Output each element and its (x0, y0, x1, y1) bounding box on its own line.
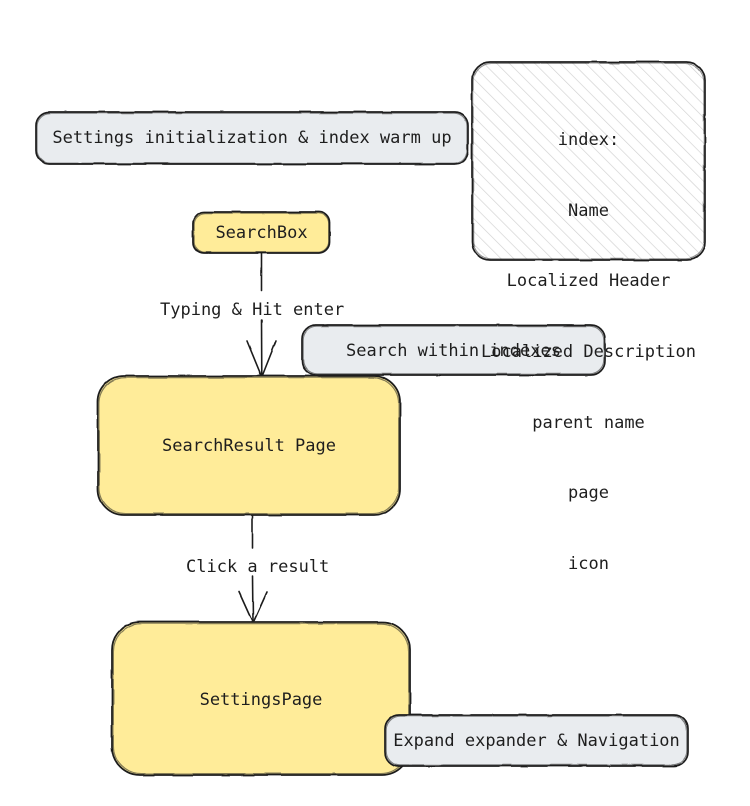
node-settings-page[interactable] (111, 621, 411, 776)
node-searchbox[interactable] (192, 211, 331, 254)
node-settings-init-note[interactable] (35, 111, 469, 165)
node-searchresult-page[interactable] (97, 375, 401, 516)
hatch-fill (472, 62, 705, 260)
node-search-within-indexes-note[interactable] (301, 324, 606, 376)
edge-searchresult-to-settingspage (238, 515, 268, 624)
edge-searchbox-to-searchresult (246, 252, 277, 378)
node-expand-expander-note[interactable] (384, 714, 689, 767)
edge-label-typing-hit-enter: Typing & Hit enter (160, 300, 345, 320)
edge-label-click-a-result: Click a result (186, 557, 330, 577)
node-index-note[interactable] (471, 61, 706, 261)
